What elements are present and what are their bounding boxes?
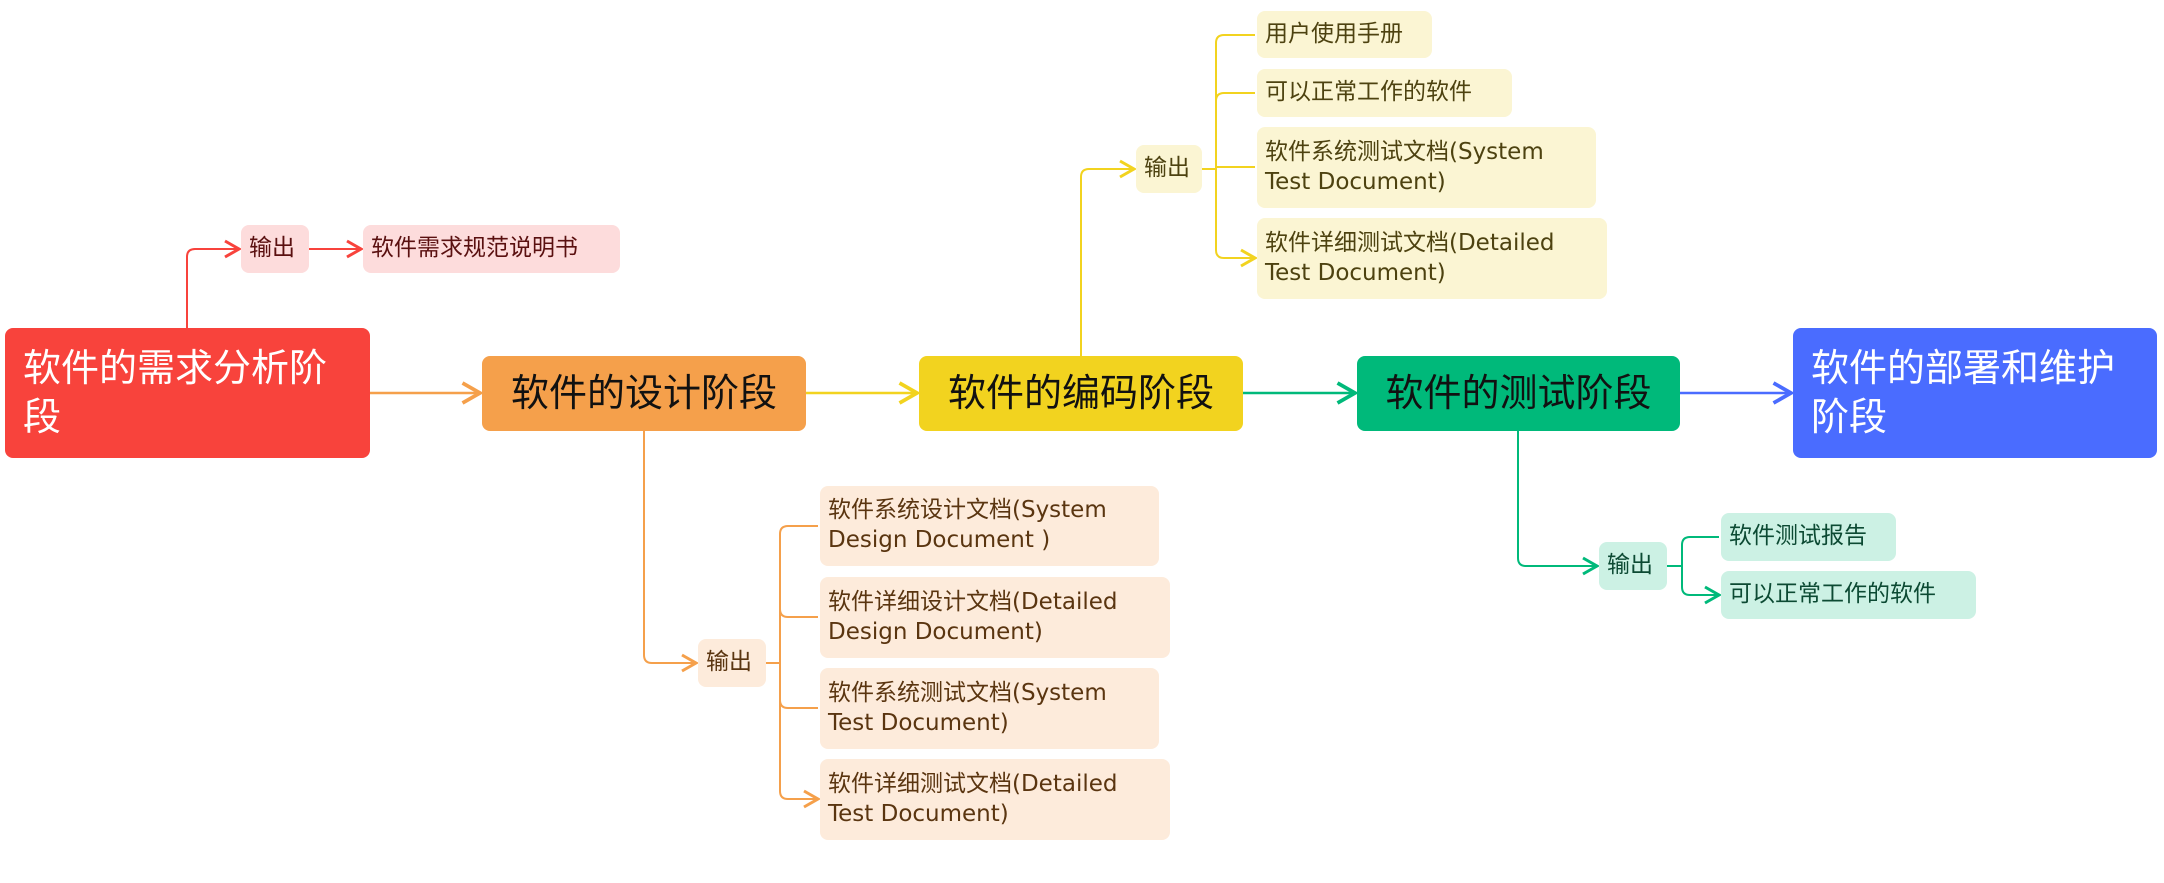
stage-label: 软件的编码阶段 — [947, 370, 1214, 415]
testing-item[interactable]: 软件测试报告 — [1721, 513, 1896, 561]
design-item[interactable]: 软件系统测试文档(System Test Document) — [820, 668, 1159, 749]
stage-label: 软件的部署和维护阶段 — [1811, 345, 2116, 439]
coding-item[interactable]: 用户使用手册 — [1257, 11, 1432, 58]
item-label: 可以正常工作的软件 — [1265, 79, 1472, 106]
stage-coding[interactable]: 软件的编码阶段 — [919, 356, 1243, 431]
requirements-item[interactable]: 软件需求规范说明书 — [363, 225, 620, 273]
item-label: 软件详细测试文档(Detailed Test Document) — [828, 770, 1118, 827]
item-label: 软件系统测试文档(System Test Document) — [1265, 138, 1544, 195]
output-label: 输出 — [1144, 155, 1190, 182]
stage-design[interactable]: 软件的设计阶段 — [482, 356, 806, 431]
item-label: 软件系统测试文档(System Test Document) — [828, 679, 1107, 736]
design-item[interactable]: 软件详细测试文档(Detailed Test Document) — [820, 759, 1170, 840]
coding-output[interactable]: 输出 — [1136, 145, 1202, 193]
stage-label: 软件的需求分析阶段 — [23, 345, 328, 439]
stage-testing[interactable]: 软件的测试阶段 — [1357, 356, 1680, 431]
stage-requirements[interactable]: 软件的需求分析阶段 — [5, 328, 370, 458]
output-label: 输出 — [706, 649, 752, 676]
output-label: 输出 — [249, 235, 295, 262]
item-label: 软件需求规范说明书 — [371, 235, 578, 262]
item-label: 软件测试报告 — [1729, 523, 1867, 550]
testing-output[interactable]: 输出 — [1599, 542, 1667, 590]
stage-label: 软件的设计阶段 — [510, 370, 777, 415]
item-label: 用户使用手册 — [1265, 20, 1403, 47]
stage-deployment[interactable]: 软件的部署和维护阶段 — [1793, 328, 2157, 458]
coding-item[interactable]: 软件详细测试文档(Detailed Test Document) — [1257, 218, 1607, 299]
design-output[interactable]: 输出 — [698, 639, 766, 687]
design-item[interactable]: 软件详细设计文档(Detailed Design Document) — [820, 577, 1170, 658]
item-label: 软件详细设计文档(Detailed Design Document) — [828, 588, 1118, 645]
testing-item[interactable]: 可以正常工作的软件 — [1721, 571, 1976, 619]
output-label: 输出 — [1607, 552, 1653, 579]
design-item[interactable]: 软件系统设计文档(System Design Document ) — [820, 486, 1159, 566]
requirements-output[interactable]: 输出 — [241, 225, 309, 273]
item-label: 软件系统设计文档(System Design Document ) — [828, 497, 1107, 553]
item-label: 软件详细测试文档(Detailed Test Document) — [1265, 229, 1555, 286]
item-label: 可以正常工作的软件 — [1729, 581, 1936, 608]
coding-item[interactable]: 可以正常工作的软件 — [1257, 69, 1512, 117]
coding-item[interactable]: 软件系统测试文档(System Test Document) — [1257, 127, 1596, 208]
stage-label: 软件的测试阶段 — [1385, 370, 1652, 415]
